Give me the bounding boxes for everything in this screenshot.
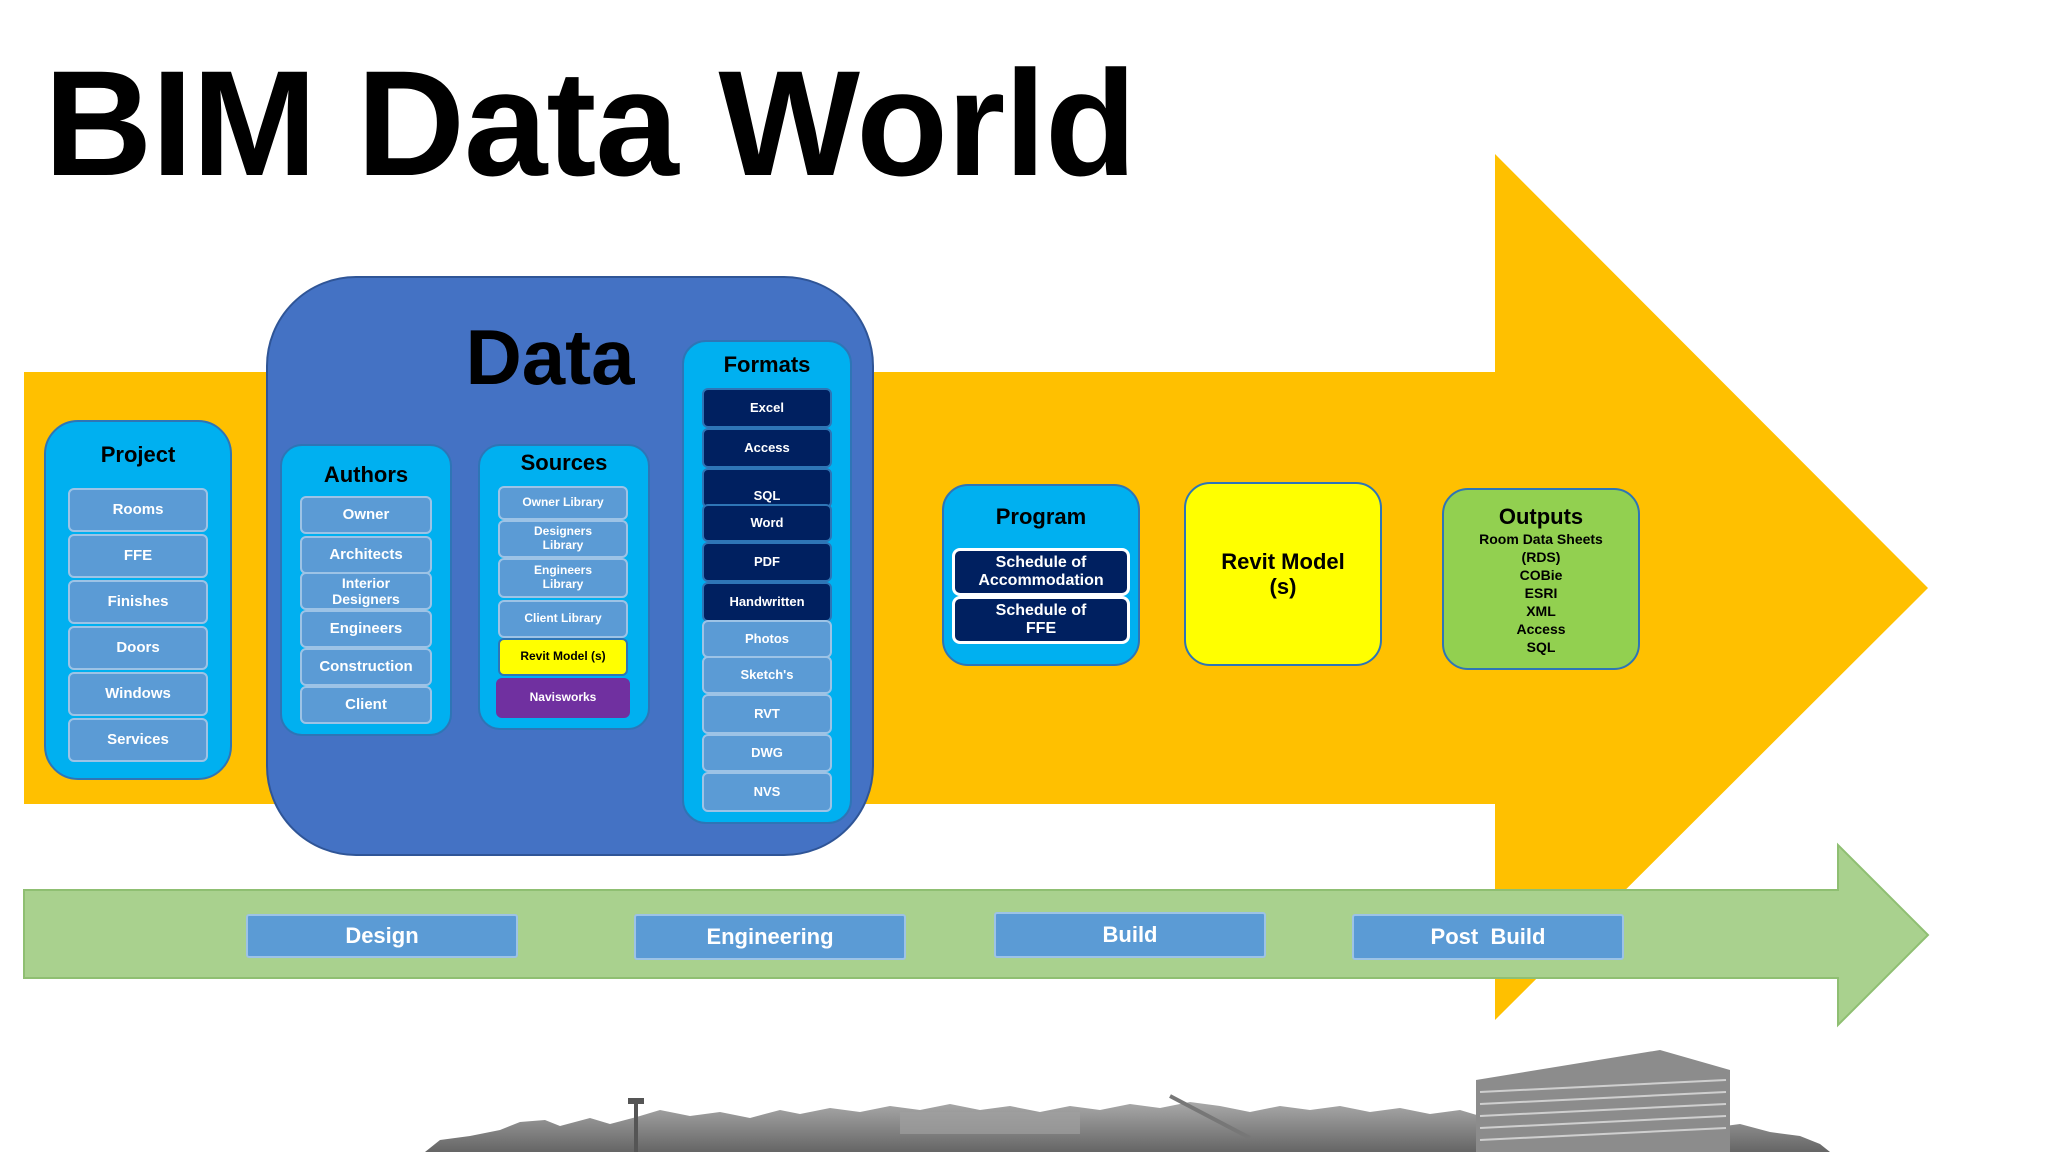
sources-item-engineers-library[interactable]: Engineers Library: [498, 558, 628, 598]
program-heading: Program: [995, 504, 1087, 529]
outputs-heading: Outputs: [1498, 504, 1584, 529]
sources-item-owner-library[interactable]: Owner Library: [498, 486, 628, 520]
outputs-line: Room Data Sheets: [1479, 531, 1603, 547]
timeline-arrow: [23, 842, 1930, 1028]
outputs-line: SQL: [1526, 639, 1556, 655]
sources-heading: Sources: [520, 450, 608, 475]
authors-item-interior-designers[interactable]: Interior Designers: [300, 572, 432, 610]
project-item-finishes[interactable]: Finishes: [68, 580, 208, 624]
program-item-schedule-of-ffe[interactable]: Schedule of FFE: [952, 596, 1130, 644]
formats-item-photos[interactable]: Photos: [702, 620, 832, 658]
sources-item-client-library[interactable]: Client Library: [498, 600, 628, 638]
formats-item-excel[interactable]: Excel: [702, 388, 832, 428]
project-item-doors[interactable]: Doors: [68, 626, 208, 670]
project-item-services[interactable]: Services: [68, 718, 208, 762]
formats-item-handwritten[interactable]: Handwritten: [702, 582, 832, 622]
formats-item-rvt[interactable]: RVT: [702, 694, 832, 734]
city-skyline-image: [425, 1050, 1830, 1152]
project-heading: Project: [100, 442, 176, 467]
formats-heading: Formats: [723, 352, 811, 377]
authors-item-construction[interactable]: Construction: [300, 648, 432, 686]
formats-item-pdf[interactable]: PDF: [702, 542, 832, 582]
formats-item-sketchs[interactable]: Sketch's: [702, 656, 832, 694]
authors-heading: Authors: [323, 462, 409, 487]
sources-item-navisworks[interactable]: Navisworks: [496, 678, 630, 718]
outputs-panel: Outputs Room Data Sheets (RDS) COBie ESR…: [1442, 488, 1640, 670]
sources-item-revit-model[interactable]: Revit Model (s): [498, 638, 628, 676]
outputs-line: COBie: [1519, 567, 1563, 583]
project-item-windows[interactable]: Windows: [68, 672, 208, 716]
stage-post-build[interactable]: Post Build: [1352, 914, 1624, 960]
formats-item-access[interactable]: Access: [702, 428, 832, 468]
outputs-line: Access: [1516, 621, 1566, 637]
outputs-line: ESRI: [1524, 585, 1558, 601]
formats-item-dwg[interactable]: DWG: [702, 734, 832, 772]
formats-item-word[interactable]: Word: [702, 504, 832, 542]
page-title: BIM Data World: [44, 39, 1137, 207]
authors-item-architects[interactable]: Architects: [300, 536, 432, 574]
outputs-line: (RDS): [1521, 549, 1561, 565]
sources-item-designers-library[interactable]: Designers Library: [498, 520, 628, 558]
authors-item-client[interactable]: Client: [300, 686, 432, 724]
outputs-line: XML: [1526, 603, 1556, 619]
program-item-schedule-of-accommodation[interactable]: Schedule of Accommodation: [952, 548, 1130, 596]
data-heading: Data: [465, 313, 635, 401]
revit-model-box[interactable]: Revit Model (s): [1184, 482, 1382, 666]
stage-design[interactable]: Design: [246, 914, 518, 958]
authors-item-owner[interactable]: Owner: [300, 496, 432, 534]
authors-item-engineers[interactable]: Engineers: [300, 610, 432, 648]
stage-engineering[interactable]: Engineering: [634, 914, 906, 960]
project-item-rooms[interactable]: Rooms: [68, 488, 208, 532]
project-item-ffe[interactable]: FFE: [68, 534, 208, 578]
formats-item-nvs[interactable]: NVS: [702, 772, 832, 812]
formats-item-sql[interactable]: SQL: [702, 468, 832, 508]
stage-build[interactable]: Build: [994, 912, 1266, 958]
